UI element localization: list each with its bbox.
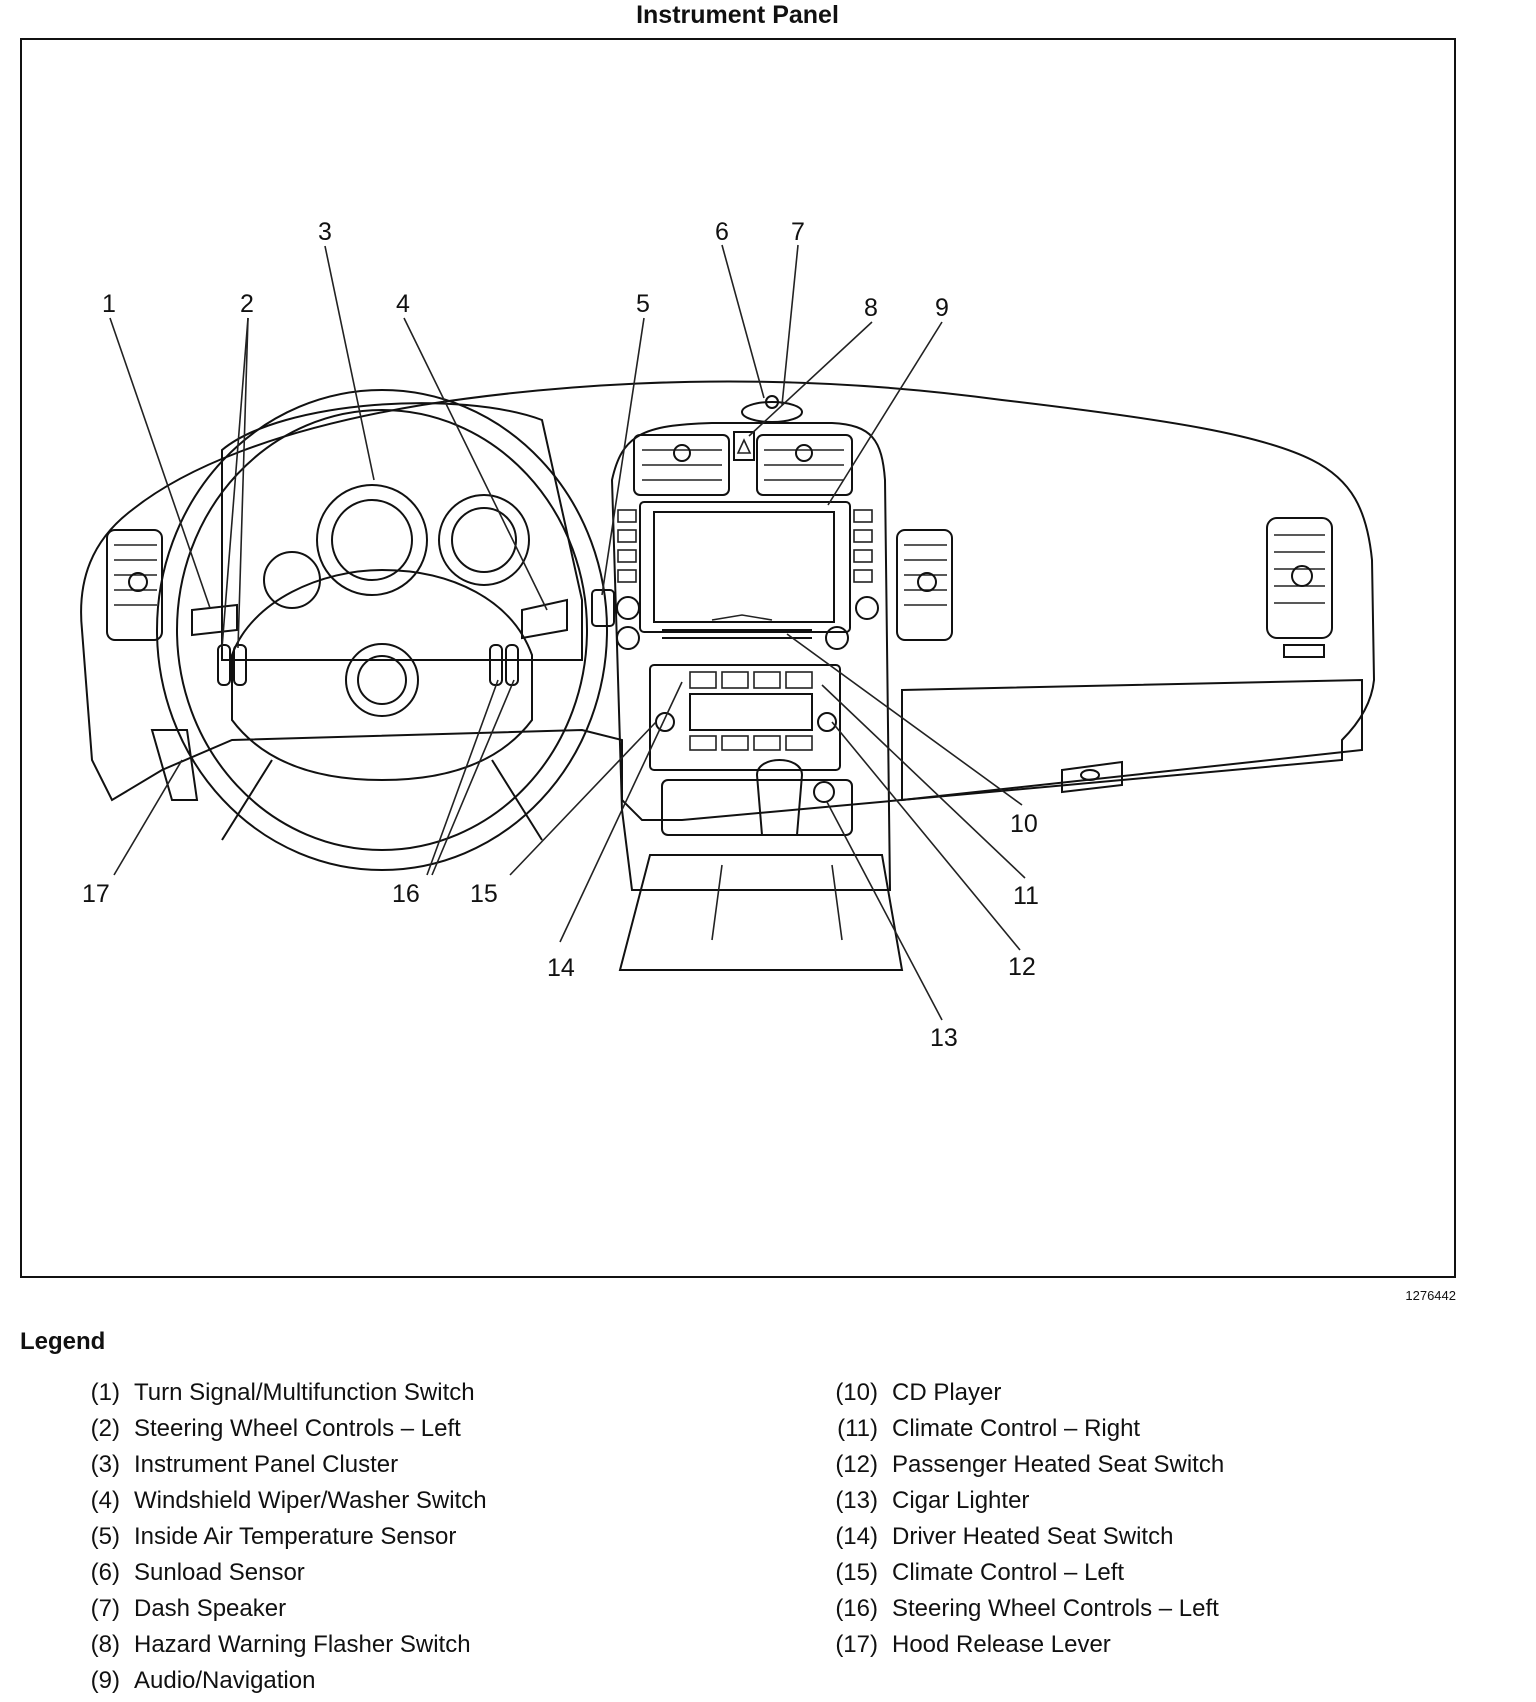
callout-5: 5: [636, 290, 650, 318]
inside-air-temp-sensor: [591, 589, 615, 627]
callout-7: 7: [791, 218, 805, 246]
legend-label: Passenger Heated Seat Switch: [892, 1451, 1225, 1478]
legend-num: (2): [90, 1415, 120, 1442]
legend-num: (3): [90, 1451, 120, 1478]
left-wheel-control-upper: [217, 644, 231, 686]
figure-id: 1276442: [1405, 1288, 1456, 1303]
legend-item: (1) Turn Signal/Multifunction Switch: [60, 1378, 487, 1414]
callout-8: 8: [864, 294, 878, 322]
callout-14: 14: [547, 954, 575, 982]
legend-item: (10) CD Player: [818, 1378, 1224, 1414]
legend-label: Instrument Panel Cluster: [134, 1451, 399, 1478]
legend-num: (8): [90, 1631, 120, 1658]
speedometer: [316, 484, 428, 596]
legend-label: Driver Heated Seat Switch: [892, 1523, 1174, 1550]
callout-4: 4: [396, 290, 410, 318]
callout-12: 12: [1008, 953, 1036, 981]
callout-10: 10: [1010, 810, 1038, 838]
shifter-knob: [755, 759, 804, 836]
legend-num: (17): [835, 1631, 878, 1658]
legend-label: Dash Speaker: [134, 1595, 287, 1622]
callout-11: 11: [1013, 882, 1039, 910]
legend-label: Climate Control – Left: [892, 1559, 1125, 1586]
legend-label: Sunload Sensor: [134, 1559, 305, 1586]
cigar-lighter: [813, 781, 835, 803]
legend-title: Legend: [20, 1328, 106, 1355]
instrument-panel-figure: 1 2 3 4 5 6 7 8 9 10 11 12 13 14 15 16 1…: [20, 38, 1456, 1278]
legend-num: (9): [90, 1667, 120, 1694]
legend-item: (4) Windshield Wiper/Washer Switch: [60, 1486, 487, 1522]
legend-item: (13) Cigar Lighter: [818, 1486, 1224, 1522]
legend-item: (14) Driver Heated Seat Switch: [818, 1522, 1224, 1558]
legend-label: CD Player: [892, 1379, 1002, 1406]
leader-lines: [109, 244, 1026, 1021]
center-right-vent: [896, 529, 953, 641]
legend-num: (4): [90, 1487, 120, 1514]
legend-item: (12) Passenger Heated Seat Switch: [818, 1450, 1224, 1486]
callout-6: 6: [715, 218, 729, 246]
legend-label: Steering Wheel Controls – Left: [892, 1595, 1219, 1622]
legend-num: (15): [835, 1559, 878, 1586]
hazard-button: [733, 431, 755, 461]
legend-left-column: (1) Turn Signal/Multifunction Switch (2) S…: [60, 1378, 487, 1702]
legend-label: Cigar Lighter: [892, 1487, 1030, 1514]
legend-num: (12): [835, 1451, 878, 1478]
legend-num: (10): [835, 1379, 878, 1406]
legend-label: Hood Release Lever: [892, 1631, 1111, 1658]
legend-num: (5): [90, 1523, 120, 1550]
steering-wheel: [156, 389, 608, 871]
page-title: Instrument Panel: [636, 1, 839, 29]
legend-item: (8) Hazard Warning Flasher Switch: [60, 1630, 487, 1666]
sunload-sensor: [765, 395, 779, 409]
dash-speaker: [741, 401, 803, 423]
callout-labels: 1 2 3 4 5 6 7 8 9 10 11 12 13 14 15 16 1…: [82, 218, 1039, 1052]
legend-item: (2) Steering Wheel Controls – Left: [60, 1414, 487, 1450]
legend-num: (1): [90, 1379, 120, 1406]
left-wheel-control-lower: [233, 644, 247, 686]
legend-label: Hazard Warning Flasher Switch: [134, 1631, 471, 1658]
legend-label: Turn Signal/Multifunction Switch: [134, 1379, 475, 1406]
callout-17: 17: [82, 880, 110, 908]
legend-item: (11) Climate Control – Right: [818, 1414, 1224, 1450]
legend-item: (16) Steering Wheel Controls – Left: [818, 1594, 1224, 1630]
legend-num: (14): [835, 1523, 878, 1550]
callout-1: 1: [102, 290, 116, 318]
legend-label: Audio/Navigation: [134, 1667, 316, 1694]
callout-3: 3: [318, 218, 332, 246]
callout-15: 15: [470, 880, 498, 908]
right-vent: [1266, 517, 1333, 658]
dashboard-outline: [80, 380, 1376, 821]
center-stack: [610, 422, 904, 971]
instrument-panel-drawing: 1 2 3 4 5 6 7 8 9 10 11 12 13 14 15 16 1…: [80, 218, 1376, 1052]
legend-num: (16): [835, 1595, 878, 1622]
legend-item: (3) Instrument Panel Cluster: [60, 1450, 487, 1486]
legend-item: (9) Audio/Navigation: [60, 1666, 487, 1702]
legend-item: (17) Hood Release Lever: [818, 1630, 1224, 1666]
legend-num: (6): [90, 1559, 120, 1586]
legend-right-column: (10) CD Player (11) Climate Control – Righ…: [818, 1378, 1224, 1666]
legend-label: Steering Wheel Controls – Left: [134, 1415, 461, 1442]
hood-release-lever: [150, 729, 199, 801]
wiper-stalk: [521, 598, 568, 640]
legend-item: (6) Sunload Sensor: [60, 1558, 487, 1594]
legend-label: Windshield Wiper/Washer Switch: [134, 1487, 487, 1514]
legend-num: (11): [837, 1415, 878, 1442]
legend-item: (5) Inside Air Temperature Sensor: [60, 1522, 487, 1558]
legend-item: (15) Climate Control – Left: [818, 1558, 1224, 1594]
legend-label: Climate Control – Right: [892, 1415, 1141, 1442]
glovebox-handle: [1061, 760, 1123, 794]
legend-label: Inside Air Temperature Sensor: [134, 1523, 457, 1550]
callout-16: 16: [392, 880, 420, 908]
left-vent: [106, 529, 163, 641]
callout-13: 13: [930, 1024, 958, 1052]
glovebox: [901, 678, 1363, 802]
callout-9: 9: [935, 294, 949, 322]
tachometer: [438, 494, 530, 586]
turn-signal-stalk: [191, 603, 238, 637]
legend-num: (7): [90, 1595, 120, 1622]
legend-item: (7) Dash Speaker: [60, 1594, 487, 1630]
callout-2: 2: [240, 290, 254, 318]
cadillac-emblem: [345, 643, 419, 717]
legend-num: (13): [835, 1487, 878, 1514]
